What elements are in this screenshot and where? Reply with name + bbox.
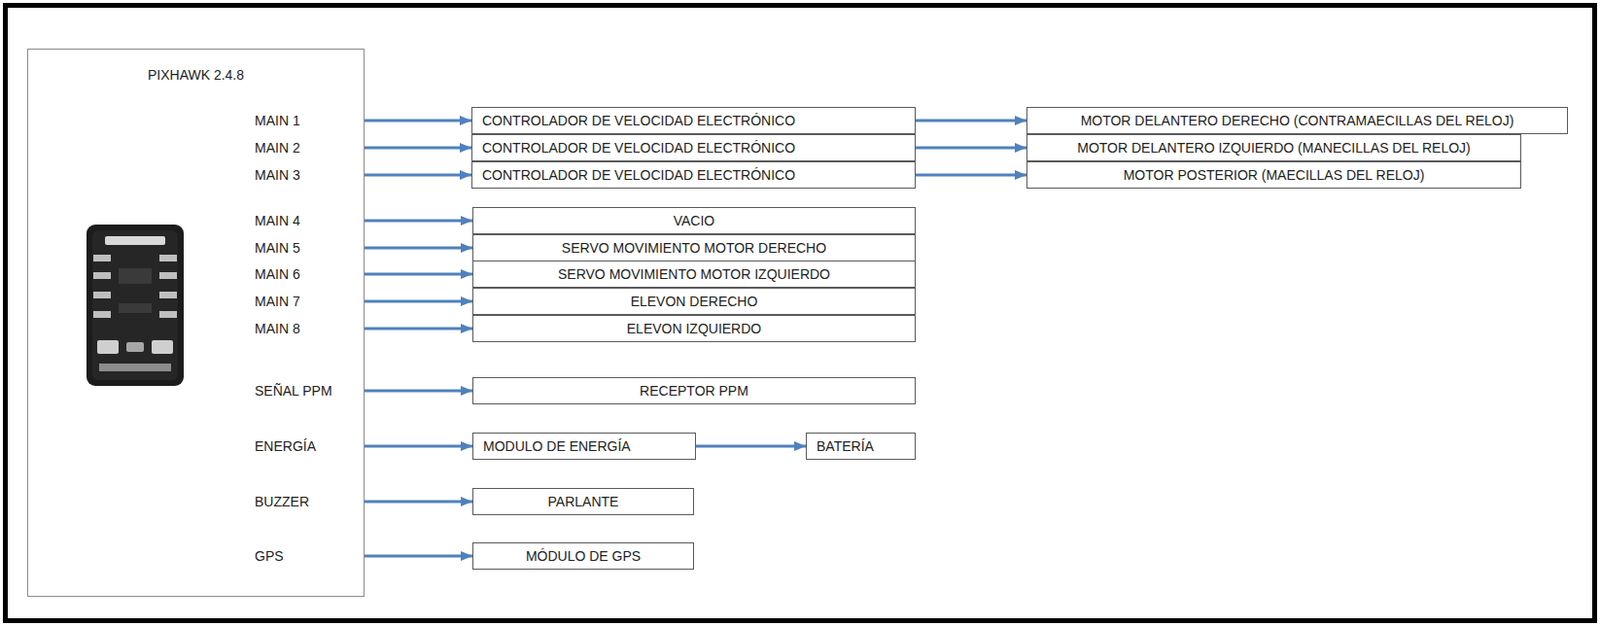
port-name: BUZZER (254, 492, 310, 511)
component-box: VACIO (472, 207, 916, 235)
component-box: PARLANTE (472, 487, 695, 516)
component-label: MOTOR DELANTERO IZQUIERDO (MANECILLAS DE… (1077, 139, 1471, 157)
port-name: MAIN 7 (254, 292, 301, 311)
component-label: BATERÍA (816, 437, 874, 455)
signal-arrow (915, 173, 1027, 177)
port-name: SEÑAL PPM (254, 382, 333, 400)
component-box: ELEVON DERECHO (472, 287, 916, 315)
signal-arrow (364, 273, 473, 277)
component-label: ELEVON DERECHO (630, 292, 759, 311)
component-box: MOTOR DELANTERO IZQUIERDO (MANECILLAS DE… (1026, 134, 1522, 162)
port-name: GPS (254, 547, 284, 565)
signal-arrow (364, 246, 473, 250)
port-name: MAIN 1 (254, 111, 301, 130)
signal-arrow (695, 445, 806, 449)
port-name: MAIN 6 (254, 265, 301, 283)
component-box: ELEVON IZQUIERDO (472, 314, 916, 343)
component-box: MOTOR DELANTERO DERECHO (CONTRAMAECILLAS… (1026, 106, 1568, 135)
component-label: CONTROLADOR DE VELOCIDAD ELECTRÓNICO (482, 166, 796, 184)
signal-arrow (364, 327, 473, 331)
signal-arrow (364, 389, 473, 393)
component-box: MOTOR POSTERIOR (MAECILLAS DEL RELOJ) (1026, 161, 1522, 189)
component-label: PARLANTE (548, 492, 620, 511)
signal-arrow (364, 146, 472, 150)
signal-arrow (364, 555, 473, 558)
port-name: MAIN 5 (254, 239, 301, 257)
component-box: SERVO MOVIMIENTO MOTOR IZQUIERDO (472, 260, 916, 288)
component-label: MOTOR POSTERIOR (MAECILLAS DEL RELOJ) (1123, 166, 1426, 184)
port-name: MAIN 2 (254, 139, 301, 157)
component-label: SERVO MOVIMIENTO MOTOR DERECHO (561, 239, 827, 257)
component-box: CONTROLADOR DE VELOCIDAD ELECTRÓNICO (471, 106, 916, 135)
port-name: ENERGÍA (254, 437, 316, 455)
controller-title: PIXHAWK 2.4.8 (28, 66, 364, 84)
signal-arrow (915, 119, 1027, 123)
port-name: MAIN 3 (254, 166, 301, 184)
component-box: MÓDULO DE GPS (472, 542, 695, 570)
component-box: SERVO MOVIMIENTO MOTOR DERECHO (472, 234, 916, 262)
component-label: MÓDULO DE GPS (525, 547, 641, 565)
signal-arrow (364, 173, 472, 177)
component-label: MOTOR DELANTERO DERECHO (CONTRAMAECILLAS… (1080, 111, 1515, 130)
component-box: RECEPTOR PPM (472, 377, 916, 405)
signal-arrow (364, 119, 472, 123)
component-label: SERVO MOVIMIENTO MOTOR IZQUIERDO (557, 265, 831, 283)
component-label: VACIO (673, 211, 716, 230)
component-label: ELEVON IZQUIERDO (626, 319, 762, 338)
port-name: MAIN 4 (254, 211, 301, 230)
component-label: CONTROLADOR DE VELOCIDAD ELECTRÓNICO (482, 139, 796, 157)
component-label: RECEPTOR PPM (639, 382, 749, 400)
flight-controller-box: PIXHAWK 2.4.8 (27, 48, 365, 597)
component-label: MODULO DE ENERGÍA (483, 437, 631, 455)
component-box: CONTROLADOR DE VELOCIDAD ELECTRÓNICO (471, 161, 916, 189)
component-label: CONTROLADOR DE VELOCIDAD ELECTRÓNICO (482, 111, 796, 130)
port-name: MAIN 8 (254, 319, 301, 338)
signal-arrow (364, 500, 473, 504)
component-box: MODULO DE ENERGÍA (472, 432, 696, 460)
signal-arrow (364, 445, 473, 449)
component-box: CONTROLADOR DE VELOCIDAD ELECTRÓNICO (471, 134, 916, 162)
signal-arrow (364, 219, 473, 223)
signal-arrow (364, 300, 473, 304)
component-box: BATERÍA (805, 432, 916, 460)
signal-arrow (915, 146, 1027, 150)
